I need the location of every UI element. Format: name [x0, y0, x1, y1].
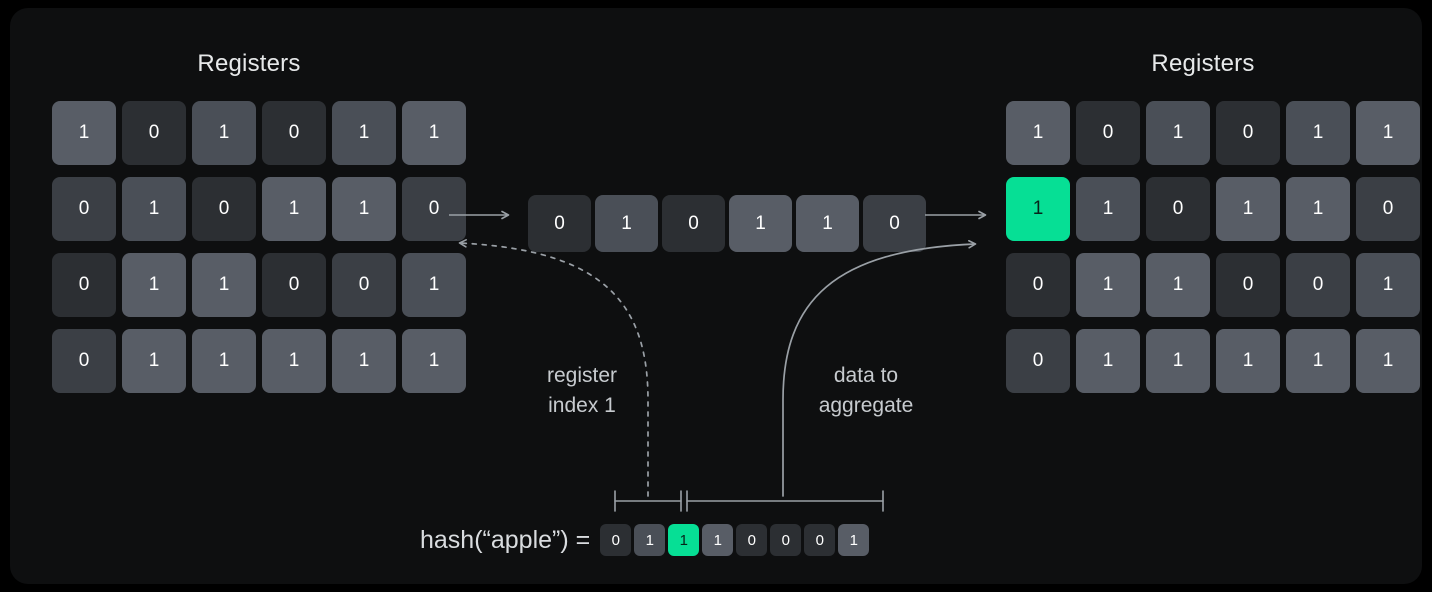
- right-register-cell-2-4: 0: [1286, 253, 1350, 317]
- left-register-cell-2-3: 0: [262, 253, 326, 317]
- hash-bit-5: 0: [770, 524, 802, 556]
- left-register-cell-3-3: 1: [262, 329, 326, 393]
- right-register-cell-1-4: 1: [1286, 177, 1350, 241]
- caption-data-to-aggregate: data to aggregate: [818, 364, 914, 417]
- left-register-cell-1-0: 0: [52, 177, 116, 241]
- right-register-cell-2-3: 0: [1216, 253, 1280, 317]
- left-panel-title: Registers: [197, 50, 301, 77]
- hash-label: hash(“apple”) =: [420, 525, 591, 554]
- right-register-cell-0-5: 1: [1356, 101, 1420, 165]
- left-register-cell-3-1: 1: [122, 329, 186, 393]
- left-register-cell-3-0: 0: [52, 329, 116, 393]
- right-register-cell-1-1: 1: [1076, 177, 1140, 241]
- left-register-cell-3-5: 1: [402, 329, 466, 393]
- right-register-cell-1-5: 0: [1356, 177, 1420, 241]
- right-panel-title: Registers: [1151, 50, 1255, 77]
- left-register-cell-0-3: 0: [262, 101, 326, 165]
- right-register-cell-0-3: 0: [1216, 101, 1280, 165]
- right-register-cell-0-4: 1: [1286, 101, 1350, 165]
- left-register-cell-1-4: 1: [332, 177, 396, 241]
- left-register-cell-3-4: 1: [332, 329, 396, 393]
- right-register-cell-3-1: 1: [1076, 329, 1140, 393]
- hash-bit-7: 1: [838, 524, 870, 556]
- right-register-cell-0-1: 0: [1076, 101, 1140, 165]
- left-register-cell-2-1: 1: [122, 253, 186, 317]
- left-register-cell-2-0: 0: [52, 253, 116, 317]
- left-register-cell-1-1: 1: [122, 177, 186, 241]
- right-register-cell-1-3: 1: [1216, 177, 1280, 241]
- left-register-cell-3-2: 1: [192, 329, 256, 393]
- right-register-cell-0-2: 1: [1146, 101, 1210, 165]
- right-register-cell-2-5: 1: [1356, 253, 1420, 317]
- selected-register-cell-0: 0: [528, 195, 591, 252]
- left-register-cell-0-4: 1: [332, 101, 396, 165]
- left-register-cell-0-0: 1: [52, 101, 116, 165]
- right-register-cell-0-0: 1: [1006, 101, 1070, 165]
- right-register-cell-3-4: 1: [1286, 329, 1350, 393]
- left-register-cell-1-3: 1: [262, 177, 326, 241]
- selected-register-cell-4: 1: [796, 195, 859, 252]
- hash-bit-3: 1: [702, 524, 734, 556]
- right-register-cell-1-0: 1: [1006, 177, 1070, 241]
- right-register-cell-3-0: 0: [1006, 329, 1070, 393]
- hash-bit-0: 0: [600, 524, 632, 556]
- right-register-cell-1-2: 0: [1146, 177, 1210, 241]
- right-register-cell-3-3: 1: [1216, 329, 1280, 393]
- hash-bit-6: 0: [804, 524, 836, 556]
- right-register-cell-2-0: 0: [1006, 253, 1070, 317]
- right-register-cell-2-1: 1: [1076, 253, 1140, 317]
- right-register-cell-3-2: 1: [1146, 329, 1210, 393]
- hash-bit-2: 1: [668, 524, 700, 556]
- right-register-cell-3-5: 1: [1356, 329, 1420, 393]
- hash-bit-1: 1: [634, 524, 666, 556]
- left-register-cell-0-2: 1: [192, 101, 256, 165]
- left-register-cell-0-5: 1: [402, 101, 466, 165]
- left-register-cell-1-2: 0: [192, 177, 256, 241]
- hash-bit-4: 0: [736, 524, 768, 556]
- left-register-cell-1-5: 0: [402, 177, 466, 241]
- left-register-cell-2-4: 0: [332, 253, 396, 317]
- right-register-cell-2-2: 1: [1146, 253, 1210, 317]
- left-register-cell-2-5: 1: [402, 253, 466, 317]
- left-register-cell-2-2: 1: [192, 253, 256, 317]
- selected-register-cell-5: 0: [863, 195, 926, 252]
- left-register-cell-0-1: 0: [122, 101, 186, 165]
- selected-register-cell-1: 1: [595, 195, 658, 252]
- selected-register-cell-2: 0: [662, 195, 725, 252]
- caption-register-index: register index 1: [546, 364, 618, 417]
- selected-register-cell-3: 1: [729, 195, 792, 252]
